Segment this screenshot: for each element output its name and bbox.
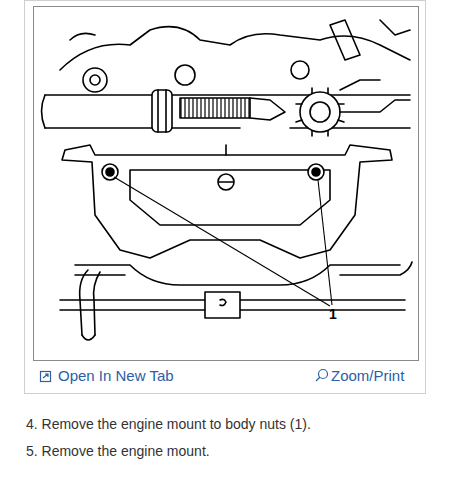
leader-line [114,177,332,306]
mount-nut [102,164,324,180]
instruction-step: 5. Remove the engine mount. [26,443,210,459]
toolbar-link: Open In New Tab [58,367,174,384]
toolbar-link: Zoom/Print [331,367,404,384]
figure-frame [25,1,426,394]
engine-drawing [42,20,413,340]
instruction-step: 4. Remove the engine mount to body nuts … [26,416,311,432]
callout-number: 1 [329,306,337,322]
illustration-frame [34,7,419,361]
